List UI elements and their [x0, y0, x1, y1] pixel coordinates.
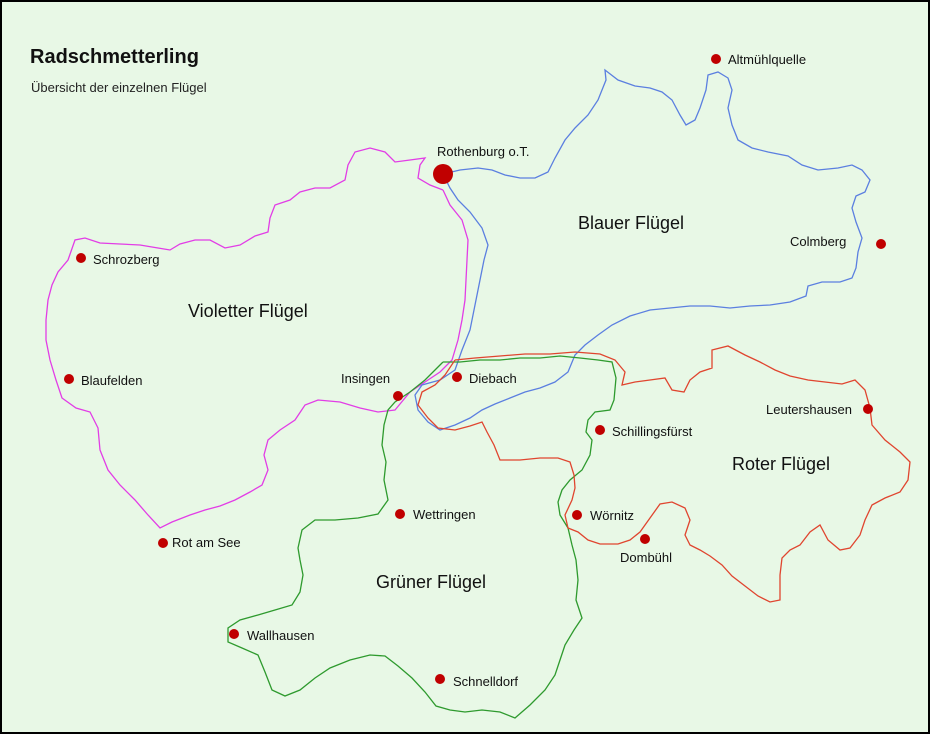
town-marker-diebach — [452, 372, 462, 382]
town-marker-dombuehl — [640, 534, 650, 544]
green-route — [227, 355, 617, 719]
wing-label-violet: Violetter Flügel — [188, 301, 308, 321]
town-marker-schillingsfuerst — [595, 425, 605, 435]
town-label-diebach: Diebach — [469, 371, 517, 386]
map-subtitle: Übersicht der einzelnen Flügel — [31, 80, 207, 95]
town-label-dombuehl: Dombühl — [620, 550, 672, 565]
town-marker-schrozberg — [76, 253, 86, 263]
wing-label-red: Roter Flügel — [732, 454, 830, 474]
town-marker-colmberg — [876, 239, 886, 249]
town-label-altmuehlquelle: Altmühlquelle — [728, 52, 806, 67]
town-marker-rothenburg — [433, 164, 453, 184]
town-label-leutershausen: Leutershausen — [766, 402, 852, 417]
wing-label-green: Grüner Flügel — [376, 572, 486, 592]
red-route — [417, 345, 911, 603]
town-marker-altmuehlquelle — [711, 54, 721, 64]
town-label-woernitz: Wörnitz — [590, 508, 634, 523]
town-label-schnelldorf: Schnelldorf — [453, 674, 518, 689]
town-marker-wettringen — [395, 509, 405, 519]
town-label-schillingsfuerst: Schillingsfürst — [612, 424, 693, 439]
blue-route — [414, 68, 871, 431]
town-label-rot-am-see: Rot am See — [172, 535, 241, 550]
violet-route — [45, 147, 469, 529]
town-label-wettringen: Wettringen — [413, 507, 476, 522]
town-label-blaufelden: Blaufelden — [81, 373, 142, 388]
town-label-insingen: Insingen — [341, 371, 390, 386]
map-title: Radschmetterling — [30, 46, 199, 68]
town-label-colmberg: Colmberg — [790, 234, 846, 249]
town-marker-insingen — [393, 391, 403, 401]
town-label-rothenburg: Rothenburg o.T. — [437, 144, 530, 159]
town-label-schrozberg: Schrozberg — [93, 252, 159, 267]
town-marker-wallhausen — [229, 629, 239, 639]
town-label-wallhausen: Wallhausen — [247, 628, 314, 643]
town-marker-rot-am-see — [158, 538, 168, 548]
town-marker-schnelldorf — [435, 674, 445, 684]
town-marker-woernitz — [572, 510, 582, 520]
wing-label-blue: Blauer Flügel — [578, 213, 684, 233]
town-marker-leutershausen — [863, 404, 873, 414]
town-marker-blaufelden — [64, 374, 74, 384]
